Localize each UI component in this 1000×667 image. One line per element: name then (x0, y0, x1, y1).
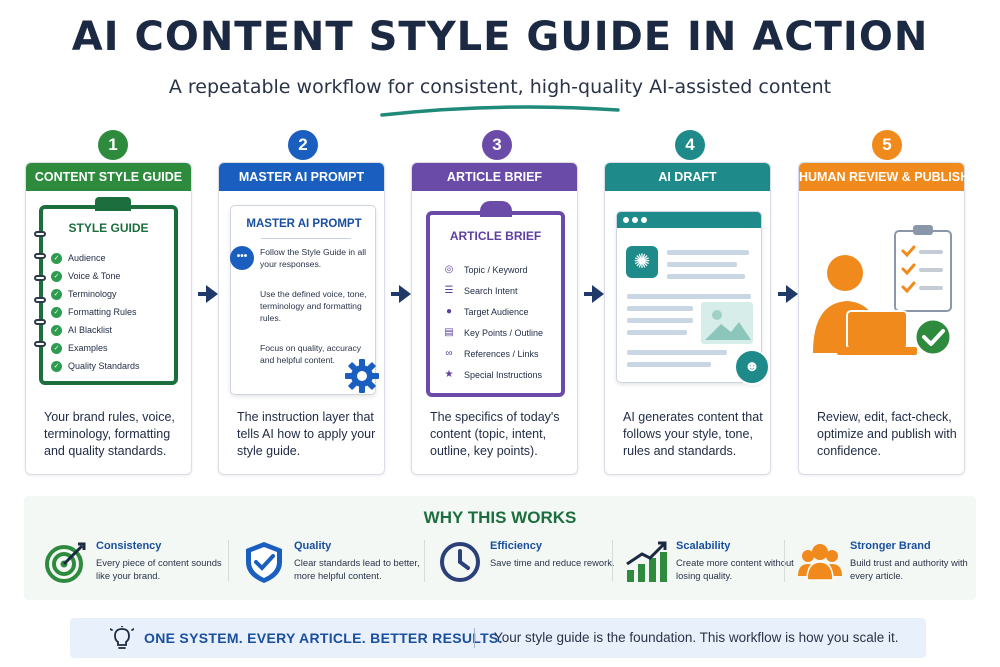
prompt-line: Use the defined voice, tone, terminology… (260, 289, 367, 323)
list-item: ✓Terminology (51, 285, 140, 303)
check-icon: ✓ (51, 360, 62, 372)
list-item: ∞References / Links (442, 343, 543, 364)
list-item: ★Special Instructions (442, 364, 543, 385)
check-icon: ✓ (51, 324, 62, 336)
step-1-title: CONTENT STYLE GUIDE (26, 163, 191, 191)
prompt-heading: MASTER AI PROMPT (246, 218, 362, 230)
browser-bar (617, 212, 761, 228)
page-title: AI CONTENT STYLE GUIDE IN ACTION (71, 14, 929, 60)
robot-icon: ☻ (734, 349, 770, 385)
banner-headline: ONE SYSTEM. EVERY ARTICLE. BETTER RESULT… (144, 630, 503, 646)
list-item: ✓Formatting Rules (51, 303, 140, 321)
ai-logo-icon: ✺ (626, 246, 658, 278)
step-3-title: ARTICLE BRIEF (412, 163, 577, 191)
clipboard-clip (480, 201, 512, 217)
underline-swoosh (380, 105, 620, 117)
lightbulb-icon (110, 626, 134, 649)
list-item: ✓Examples (51, 339, 140, 357)
step-4-number: 4 (675, 130, 705, 160)
style-guide-list: ✓Audience ✓Voice & Tone ✓Terminology ✓Fo… (51, 249, 140, 375)
browser-window: ✺ ☻ (616, 211, 770, 385)
step-3-description: The specifics of today's content (topic,… (430, 410, 560, 458)
arrow-right-icon (391, 285, 411, 303)
step-5-title: HUMAN REVIEW & PUBLISH (799, 163, 969, 191)
why-this-works-section: WHY THIS WORKS Consistency Every piece o… (24, 496, 976, 600)
page-subtitle: A repeatable workflow for consistent, hi… (168, 76, 832, 98)
benefit-quality: Quality Clear standards lead to better, … (242, 540, 422, 590)
prompt-line: Follow the Style Guide in all your respo… (260, 247, 367, 269)
benefit-efficiency: Efficiency Save time and reduce rework. (438, 540, 618, 590)
step-3-card: ARTICLE BRIEF ARTICLE BRIEF ◎Topic / Key… (411, 162, 578, 475)
brief-clipboard: ARTICLE BRIEF ◎Topic / Keyword ☰Search I… (426, 201, 565, 397)
check-icon: ✓ (51, 342, 62, 354)
reviewer-illustration (813, 225, 953, 357)
check-icon: ✓ (51, 306, 62, 318)
style-guide-clipboard: STYLE GUIDE ✓Audience ✓Voice & Tone ✓Ter… (34, 197, 178, 385)
gear-icon (345, 359, 379, 393)
people-icon (798, 544, 842, 581)
list-item: ✓Voice & Tone (51, 267, 140, 285)
arrow-right-icon (778, 285, 798, 303)
brief-list: ◎Topic / Keyword ☰Search Intent ●Target … (442, 259, 543, 385)
benefit-consistency: Consistency Every piece of content sound… (44, 540, 224, 590)
step-2-number: 2 (288, 130, 318, 160)
link-icon: ∞ (445, 348, 453, 359)
binder-rings (34, 231, 46, 363)
why-title: WHY THIS WORKS (423, 508, 577, 527)
person-icon: ● (445, 306, 453, 317)
step-5-description: Review, edit, fact-check, optimize and p… (817, 410, 957, 458)
benefit-stronger-brand: Stronger Brand Build trust and authority… (798, 540, 978, 590)
document-icon: ▤ (444, 327, 454, 338)
check-icon: ✓ (51, 288, 62, 300)
list-item: ◎Topic / Keyword (442, 259, 543, 280)
star-icon: ★ (444, 369, 454, 380)
prompt-document: MASTER AI PROMPT ••• Follow the Style Gu… (230, 205, 379, 395)
list-item: ✓AI Blacklist (51, 321, 140, 339)
benefit-scalability: Scalability Create more content without … (624, 540, 804, 590)
check-icon: ✓ (51, 252, 62, 264)
clock-icon (440, 542, 480, 582)
arrow-right-icon (584, 285, 604, 303)
list-item: ✓Quality Standards (51, 357, 140, 375)
step-3-number: 3 (482, 130, 512, 160)
list-icon: ☰ (444, 285, 454, 296)
arrow-right-icon (198, 285, 218, 303)
brief-heading: ARTICLE BRIEF (449, 229, 542, 243)
step-2-title: MASTER AI PROMPT (219, 163, 384, 191)
step-1-description: Your brand rules, voice, terminology, fo… (44, 410, 175, 458)
style-guide-heading: STYLE GUIDE (68, 221, 149, 235)
list-item: ▤Key Points / Outline (442, 322, 543, 343)
list-item: ☰Search Intent (442, 280, 543, 301)
list-item: ●Target Audience (442, 301, 543, 322)
chat-bubble-icon: ••• (230, 246, 254, 270)
step-4-description: AI generates content that follows your s… (623, 410, 763, 458)
shield-check-icon (246, 542, 282, 583)
step-4-card: AI DRAFT ✺ ☻ AI generates content that f… (604, 162, 771, 475)
list-item: ✓Audience (51, 249, 140, 267)
prompt-line: Focus on quality, accuracy and helpful c… (260, 343, 362, 365)
growth-chart-icon (626, 541, 667, 582)
clipboard-clip (95, 197, 131, 211)
step-2-card: MASTER AI PROMPT MASTER AI PROMPT ••• Fo… (218, 162, 385, 475)
banner-tagline: Your style guide is the foundation. This… (494, 630, 899, 645)
divider (261, 238, 351, 239)
step-1-number: 1 (98, 130, 128, 160)
step-5-card: HUMAN REVIEW & PUBLISH Review, edit, fac… (798, 162, 969, 475)
bottom-banner: ONE SYSTEM. EVERY ARTICLE. BETTER RESULT… (70, 618, 926, 658)
step-1-card: CONTENT STYLE GUIDE STYLE GUIDE ✓Audienc… (25, 162, 192, 475)
check-icon: ✓ (51, 270, 62, 282)
target-icon: ◎ (444, 264, 454, 275)
target-icon (45, 542, 86, 583)
image-icon (701, 302, 753, 344)
step-2-description: The instruction layer that tells AI how … (237, 410, 376, 458)
banner-divider (474, 628, 475, 648)
step-5-number: 5 (872, 130, 902, 160)
step-4-title: AI DRAFT (605, 163, 770, 191)
